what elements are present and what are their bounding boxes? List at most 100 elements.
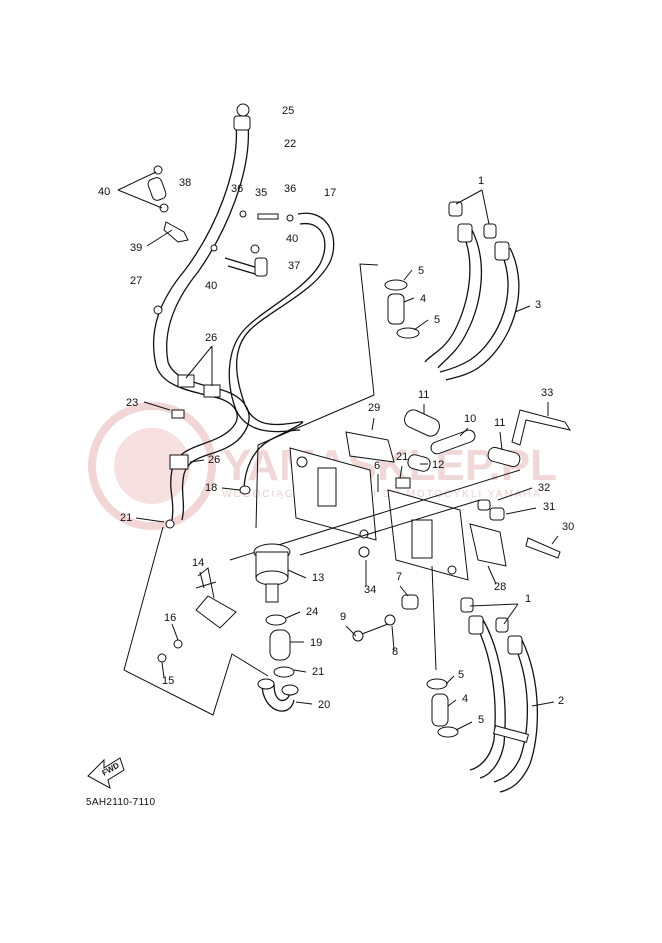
- callout-c39: 39: [130, 242, 142, 254]
- leader-c13: [287, 569, 307, 579]
- leader-c3: [514, 305, 531, 313]
- leader-c21b: [399, 465, 403, 479]
- air-cut-valve: [157, 485, 299, 712]
- leader-c32: [497, 487, 533, 501]
- callout-c5b: 5: [434, 314, 440, 326]
- callout-c29: 29: [368, 402, 380, 414]
- callout-c36b: 36: [284, 183, 296, 195]
- callout-c4a: 4: [420, 293, 426, 305]
- watermark-tagline: WODOCIĄGOWE CZĘŚCI DO MOTOCYKLI YAMAHA: [222, 487, 541, 500]
- leader-c40a: [117, 189, 163, 209]
- callout-c5a: 5: [418, 265, 424, 277]
- callout-c26a: 26: [205, 332, 217, 344]
- callout-c30: 30: [562, 521, 574, 533]
- leader-c1b: [469, 603, 519, 607]
- leader-c4b: [447, 699, 457, 707]
- callout-c11a: 11: [418, 389, 429, 401]
- callout-c35: 35: [255, 187, 267, 199]
- callout-c14: 14: [192, 557, 204, 569]
- callout-c15: 15: [162, 675, 174, 687]
- diagram-code: 5AH2110-7110: [86, 797, 156, 808]
- leader-c14: [199, 571, 205, 589]
- leader-c16: [171, 623, 179, 641]
- callout-c3: 3: [535, 299, 541, 311]
- leader-c39: [146, 229, 173, 247]
- callout-c11b: 11: [494, 417, 505, 429]
- callout-c24: 24: [306, 606, 318, 618]
- callout-c21c: 21: [312, 666, 324, 678]
- leader-c21a: [135, 517, 165, 523]
- leader-c1a: [481, 189, 490, 225]
- callout-c21a: 21: [120, 512, 132, 524]
- leader-c7: [399, 585, 409, 597]
- leader-c20: [295, 701, 313, 705]
- callout-c1a: 1: [478, 175, 484, 187]
- callout-c31: 31: [543, 501, 555, 513]
- callout-c26b: 26: [208, 454, 220, 466]
- callout-c27: 27: [130, 275, 142, 287]
- callout-c40c: 40: [205, 280, 217, 292]
- callout-c25: 25: [282, 105, 294, 117]
- leader-c21c: [293, 669, 307, 673]
- leader-c8: [391, 625, 395, 651]
- leader-c30: [551, 535, 559, 545]
- callout-c8: 8: [392, 646, 398, 658]
- watermark-logo-ring: [88, 402, 216, 530]
- callout-c40a: 40: [98, 186, 110, 198]
- leader-c26b: [189, 459, 205, 463]
- leader-c23: [143, 401, 171, 411]
- callout-c19: 19: [310, 637, 322, 649]
- small-fittings-top: [147, 103, 294, 529]
- leader-c26a: [185, 345, 213, 379]
- leader-c11b: [499, 431, 503, 451]
- callout-c40b: 40: [286, 233, 298, 245]
- callout-c5c: 5: [458, 669, 464, 681]
- leader-c31: [505, 507, 537, 515]
- leader-c18: [221, 487, 241, 491]
- left-group-outline: [123, 263, 379, 716]
- leader-c1a: [455, 189, 483, 205]
- callout-c22: 22: [284, 138, 296, 150]
- callout-c6: 6: [374, 460, 380, 472]
- hose-3-assembly: [384, 201, 520, 381]
- callout-c10: 10: [464, 413, 476, 425]
- callout-c4b: 4: [462, 693, 468, 705]
- leader-lines: [117, 171, 559, 731]
- callout-c1b: 1: [525, 593, 531, 605]
- callout-c32: 32: [538, 482, 550, 494]
- leader-c4a: [403, 297, 415, 303]
- leader-c5c: [445, 675, 455, 685]
- leader-c29: [371, 417, 375, 431]
- valve-plate: [229, 431, 561, 642]
- callout-c5d: 5: [478, 714, 484, 726]
- callout-c12: 12: [432, 459, 444, 471]
- leader-c15: [161, 661, 165, 679]
- leader-c2: [531, 701, 555, 707]
- pipe-assembly: [404, 409, 572, 472]
- callout-c17: 17: [324, 187, 336, 199]
- callout-c16: 16: [164, 612, 176, 624]
- leader-c5a: [403, 269, 413, 281]
- fwd-arrow: FWD: [87, 757, 125, 789]
- leader-c28: [487, 565, 497, 585]
- leader-c40a: [117, 171, 157, 191]
- callout-c7: 7: [396, 571, 402, 583]
- hose-2-assembly: [426, 565, 538, 793]
- callout-c33: 33: [541, 387, 553, 399]
- callout-c36a: 36: [231, 183, 243, 195]
- leader-c24: [285, 611, 301, 619]
- callout-c9: 9: [340, 611, 346, 623]
- callout-c37: 37: [288, 260, 300, 272]
- hose-17: [228, 212, 335, 489]
- callout-c18: 18: [205, 482, 217, 494]
- callout-c34: 34: [364, 584, 376, 596]
- leader-c10: [459, 427, 469, 437]
- callout-c20: 20: [318, 699, 330, 711]
- callout-c2: 2: [558, 695, 564, 707]
- leader-c9: [345, 625, 357, 637]
- callout-c28: 28: [494, 581, 506, 593]
- callout-c21b: 21: [396, 451, 408, 463]
